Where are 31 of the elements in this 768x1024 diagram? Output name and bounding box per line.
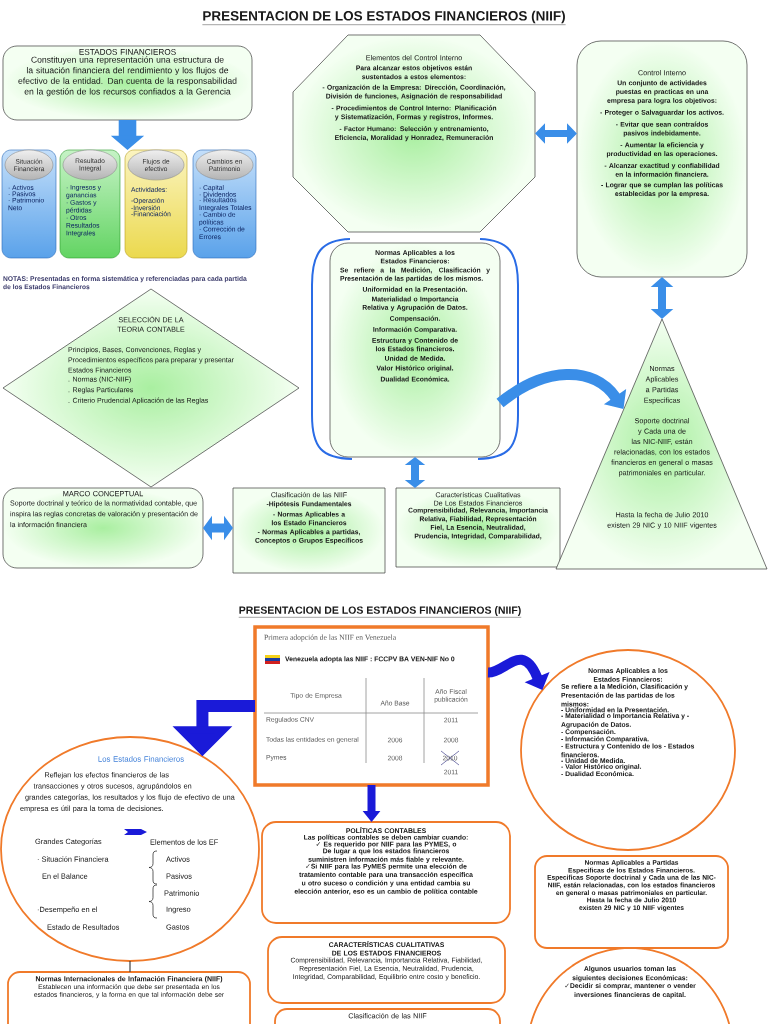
heading: ESTADOS FINANCIEROS [79, 49, 176, 55]
connector-line [129, 960, 131, 973]
rounded-box [534, 855, 729, 949]
rounded-box [2, 45, 253, 121]
rounded-box [274, 1008, 501, 1024]
triangle [555, 318, 768, 570]
pill-card [1, 149, 57, 259]
pill-card [59, 149, 121, 259]
ellipse [0, 736, 260, 962]
double-arrow [650, 277, 674, 319]
pill-card [124, 149, 188, 259]
pill-card [192, 149, 257, 259]
ellipse [520, 649, 736, 851]
rounded-box [2, 487, 204, 569]
text-box [232, 487, 386, 574]
octagon [292, 34, 536, 233]
rounded-box [261, 821, 511, 924]
text-box [395, 487, 561, 568]
body-text: Constituyen una representación una estructura de la situación financiera del rendimiento y los flujos de efectivo de la entidad. Dan cuenta de la responsabilidad en la gestión de los recursos confiados a la Gerencia [18, 56, 237, 97]
double-arrow [203, 515, 233, 541]
rounded-box [7, 971, 251, 1024]
diamond [2, 288, 300, 488]
double-arrow [404, 457, 426, 488]
double-arrow [535, 123, 577, 144]
rounded-box [267, 936, 506, 1004]
title: PRESENTACION DE LOS ESTADOS FINANCIEROS (NIIF) [202, 10, 566, 25]
title: PRESENTACION DE LOS ESTADOS FINANCIEROS (NIIF) [238, 606, 522, 618]
rounded-box [576, 40, 748, 278]
rounded-box [329, 242, 501, 458]
arrow [496, 369, 627, 409]
table-card [253, 625, 490, 787]
